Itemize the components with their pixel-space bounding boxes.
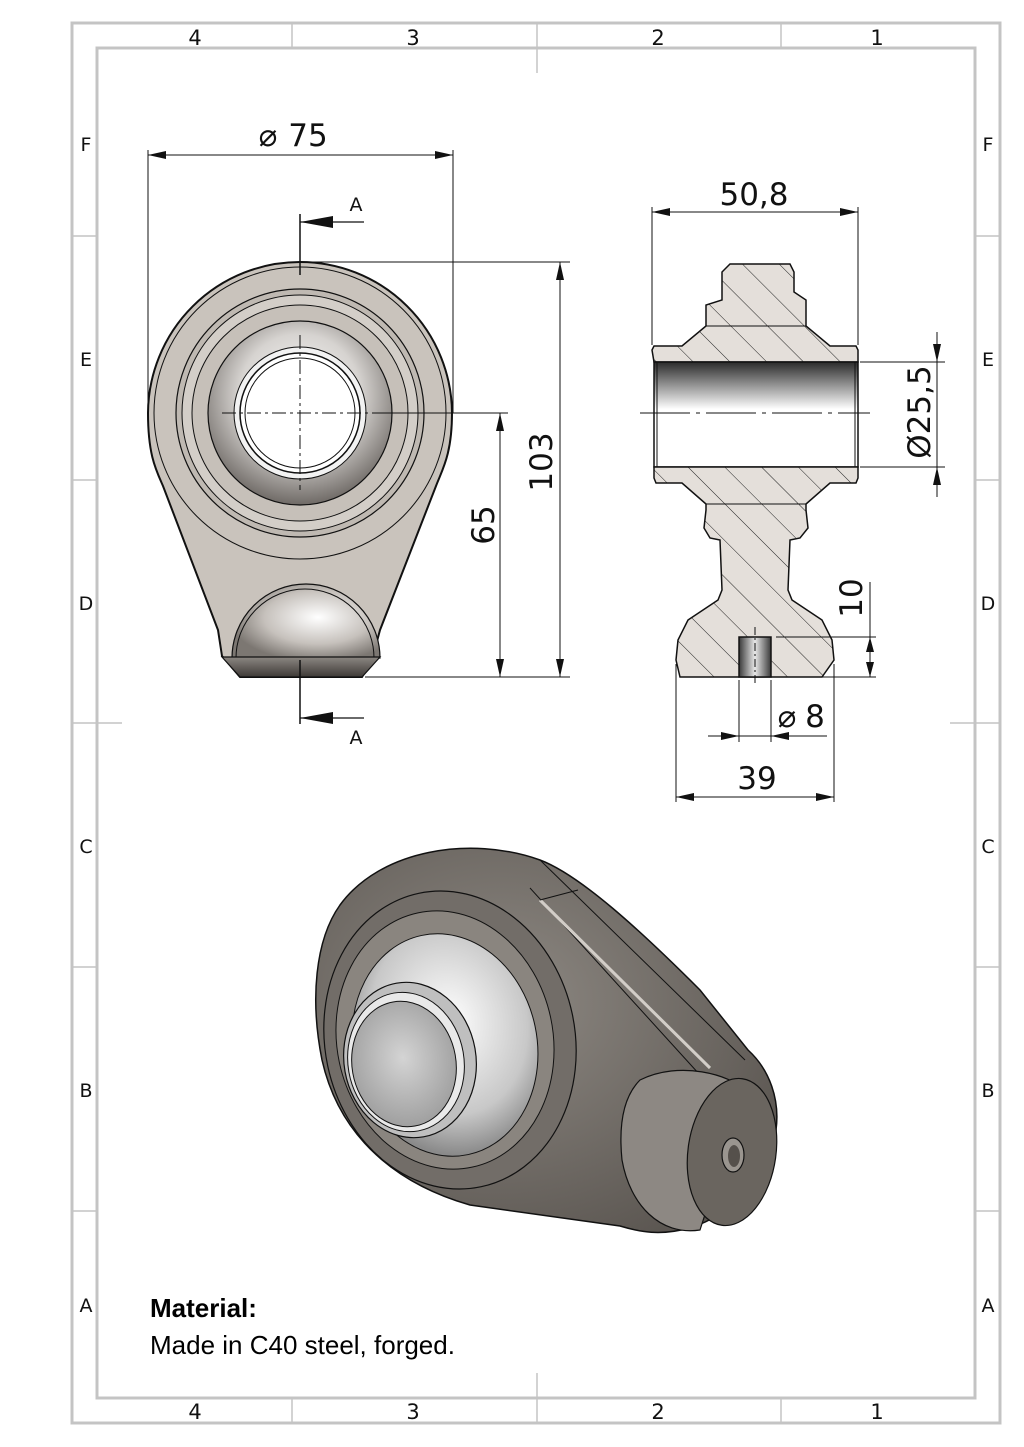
front-view-dome (231, 583, 381, 659)
dimension-diameter-symbol: ⌀ (259, 118, 278, 154)
dimension-section-width (651, 207, 859, 345)
zone-labels-left: F E D C B A (79, 134, 94, 1317)
dimension-bore-diameter (860, 332, 945, 497)
dimension-overall-height-value: 103 (524, 432, 560, 491)
dimension-outer-diameter-value: 75 (288, 118, 327, 154)
dimension-outer-diameter (147, 150, 454, 413)
dimension-hole-diameter-value: 8 (805, 699, 825, 735)
dimension-center-height-value: 65 (466, 505, 502, 544)
zone-col-2-bottom: 2 (651, 1400, 664, 1424)
section-marker-bottom: A (299, 660, 364, 749)
zone-col-2: 2 (651, 26, 664, 50)
section-bore (653, 361, 859, 468)
zone-row-e-right: E (982, 349, 994, 371)
zone-col-4: 4 (188, 26, 201, 50)
dimension-hole-depth (776, 582, 876, 678)
section-view (640, 263, 870, 686)
zone-col-3: 3 (406, 26, 419, 50)
zone-col-1-bottom: 1 (870, 1400, 883, 1424)
dimension-base-width-value: 39 (737, 761, 776, 797)
zone-row-b-right: B (981, 1080, 994, 1102)
zone-row-d-right: D (981, 593, 996, 615)
dimension-bore-diameter-value: Ø25,5 (902, 365, 938, 458)
dimension-hole-diameter (708, 680, 827, 742)
zone-labels-top: 4 3 2 1 (188, 26, 883, 50)
front-view-base (220, 656, 382, 678)
dimension-center-height (380, 412, 508, 677)
zone-labels-bottom: 4 3 2 1 (188, 1400, 883, 1424)
zone-row-a-right: A (982, 1295, 995, 1317)
dimension-hole-diameter-symbol: ⌀ (778, 699, 797, 735)
drawing-frame (70, 21, 1002, 1425)
section-upper-body (651, 263, 859, 363)
dimension-section-width-value: 50,8 (719, 177, 788, 213)
isometric-view (315, 847, 778, 1234)
zone-col-3-bottom: 3 (406, 1400, 419, 1424)
zone-row-c: C (79, 836, 92, 858)
material-title: Material: (150, 1293, 257, 1323)
zone-row-a: A (80, 1295, 93, 1317)
dimension-base-width (675, 664, 835, 802)
zone-col-4-bottom: 4 (188, 1400, 201, 1424)
material-description: Made in C40 steel, forged. (150, 1330, 455, 1360)
zone-labels-right: F E D C B A (981, 134, 996, 1317)
zone-row-d: D (79, 593, 94, 615)
zone-row-f: F (81, 134, 92, 156)
section-label-bottom: A (350, 727, 363, 749)
section-marker-top: A (299, 194, 364, 275)
zone-col-1: 1 (870, 26, 883, 50)
front-view (146, 260, 455, 678)
zone-row-f-right: F (983, 134, 994, 156)
section-label-top: A (350, 194, 363, 216)
zone-row-c-right: C (981, 836, 994, 858)
zone-row-b: B (79, 1080, 92, 1102)
dimension-overall-height (300, 261, 570, 678)
dimension-hole-depth-value: 10 (834, 578, 870, 617)
zone-row-e: E (80, 349, 92, 371)
